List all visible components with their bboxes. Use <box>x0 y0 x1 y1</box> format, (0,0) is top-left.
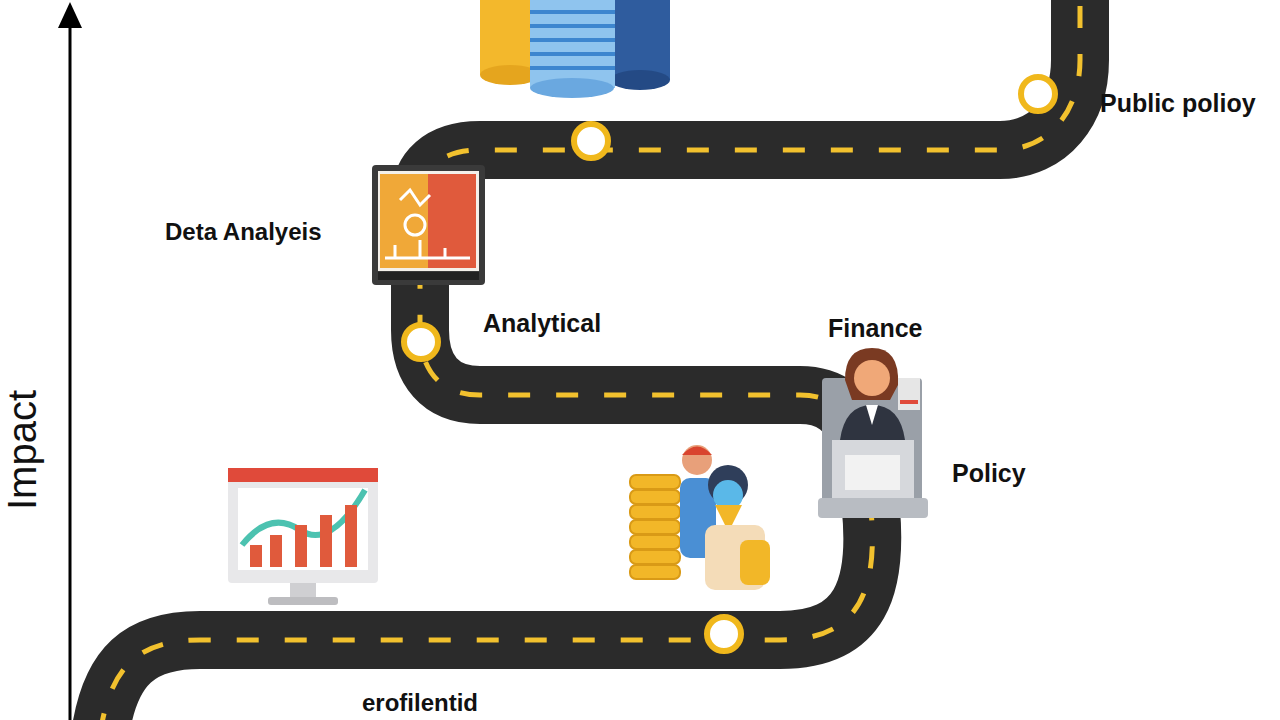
road-dashes <box>100 0 1080 720</box>
road <box>100 0 1080 720</box>
milestone-markers <box>404 77 1055 651</box>
stage-label: Policy <box>952 460 1026 488</box>
stage-label: Finance <box>828 315 922 343</box>
tablet-icon <box>372 165 485 285</box>
axis-line <box>69 22 72 720</box>
axis-arrowhead <box>58 2 82 28</box>
database-icon <box>480 0 670 98</box>
stage-label: erofilentid <box>362 690 478 716</box>
chart-monitor-icon <box>228 468 378 605</box>
stage-label: Deta Analyeis <box>165 219 322 245</box>
stage-label: Analytical <box>483 310 601 338</box>
finance-desk-icon <box>818 348 928 518</box>
finance-people-icon <box>630 445 770 590</box>
stage-label: Public polioy <box>1100 90 1256 118</box>
axis-label: Impact <box>0 390 44 510</box>
